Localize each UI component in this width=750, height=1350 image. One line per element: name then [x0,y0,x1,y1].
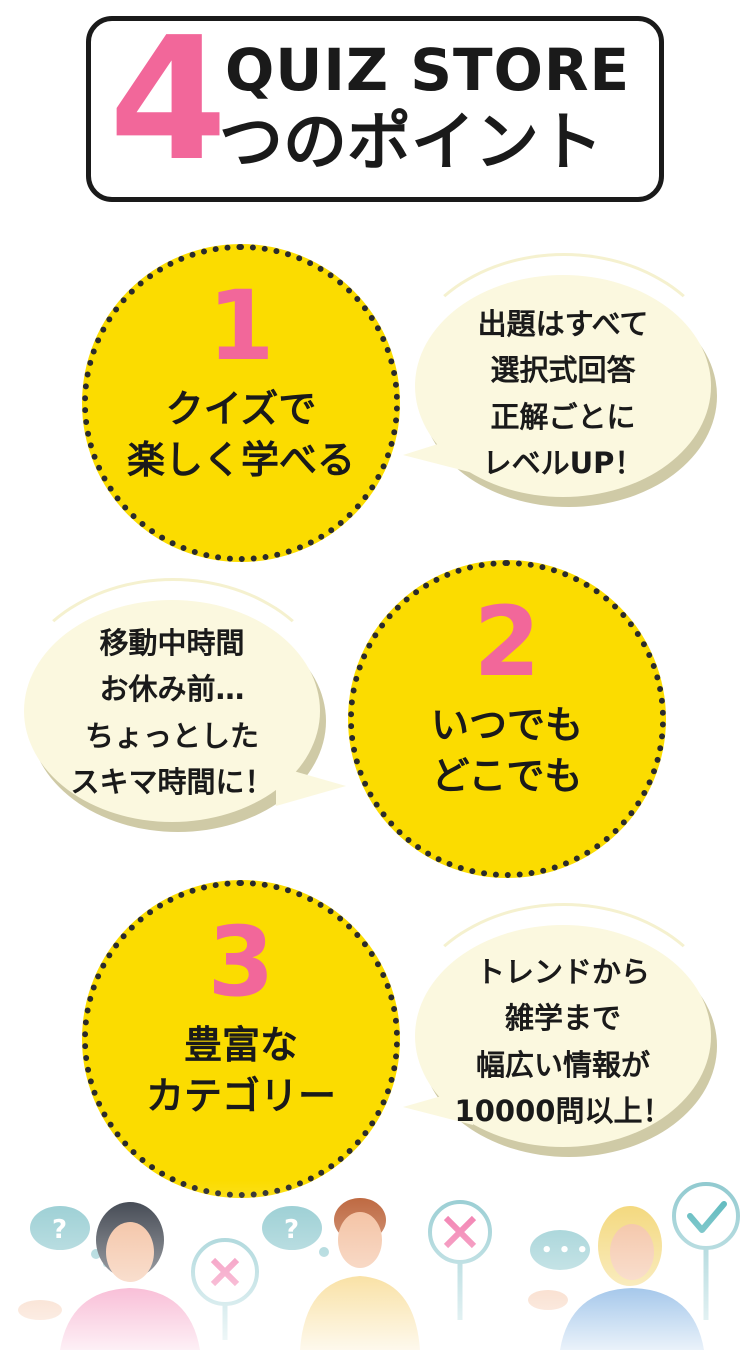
bubble-line: お休み前… [99,672,245,707]
point-title-line: 楽しく学べる [126,438,355,483]
point-title-line: いつでも [430,703,583,747]
bubble-decoration [401,253,727,509]
bubble-line: レベルUP！ [482,446,644,481]
bubble-line: 移動中時間 [99,626,245,660]
point-title-line: どこでも [431,754,583,799]
bubble-tail [403,433,473,473]
brand-name: QUIZ STORE [225,36,631,104]
bubble-tail [276,766,346,806]
bubble-tail [403,1087,473,1125]
bubble-line: 幅広い情報が [475,1047,650,1082]
bubble-decoration [10,578,336,834]
point-1-circle: 1 クイズで 楽しく学べる [82,244,400,562]
bubble-line: 正解ごとに [490,399,636,434]
point-number: 1 [207,270,275,382]
point-title-line: カテゴリー [145,1074,336,1119]
bubble-decoration [401,903,727,1159]
bubble-shape [24,600,320,822]
people-illustration: ? ? • • • [0,1180,750,1350]
bubble-line: 雑学まで [504,1001,621,1036]
point-title-line: クイズで [165,387,317,431]
point-2-bubble: 移動中時間 お休み前… ちょっとした スキマ時間に！ [10,578,346,830]
bubble-text: 移動中時間 お休み前… ちょっとした スキマ時間に！ [24,620,320,806]
bubble-text: トレンドから 雑学まで 幅広い情報が 10000問以上！ [415,949,711,1135]
point-3-bubble: トレンドから 雑学まで 幅広い情報が 10000問以上！ [401,903,727,1155]
bubble-line: 10000問以上！ [454,1094,672,1129]
bubble-line: トレンドから [475,955,650,989]
bubble-line: ちょっとした [84,718,259,753]
point-2-circle: 2 いつでも どこでも [348,560,666,878]
bubble-line: スキマ時間に！ [70,765,274,800]
point-number: 3 [207,906,275,1018]
point-1-bubble: 出題はすべて 選択式回答 正解ごとに レベルUP！ [401,253,727,505]
bubble-line: 出題はすべて [477,307,649,341]
title-box: 4 QUIZ STORE つのポイント [86,1,664,202]
point-title-line: 豊富な [183,1023,298,1067]
point-3-circle: 3 豊富な カテゴリー [82,880,400,1198]
bubble-line: 選択式回答 [490,353,636,388]
title-number: 4 [109,1,228,199]
bubble-text: 出題はすべて 選択式回答 正解ごとに レベルUP！ [415,301,711,487]
point-number: 2 [473,586,541,698]
title-subtitle: つのポイント [219,106,603,180]
